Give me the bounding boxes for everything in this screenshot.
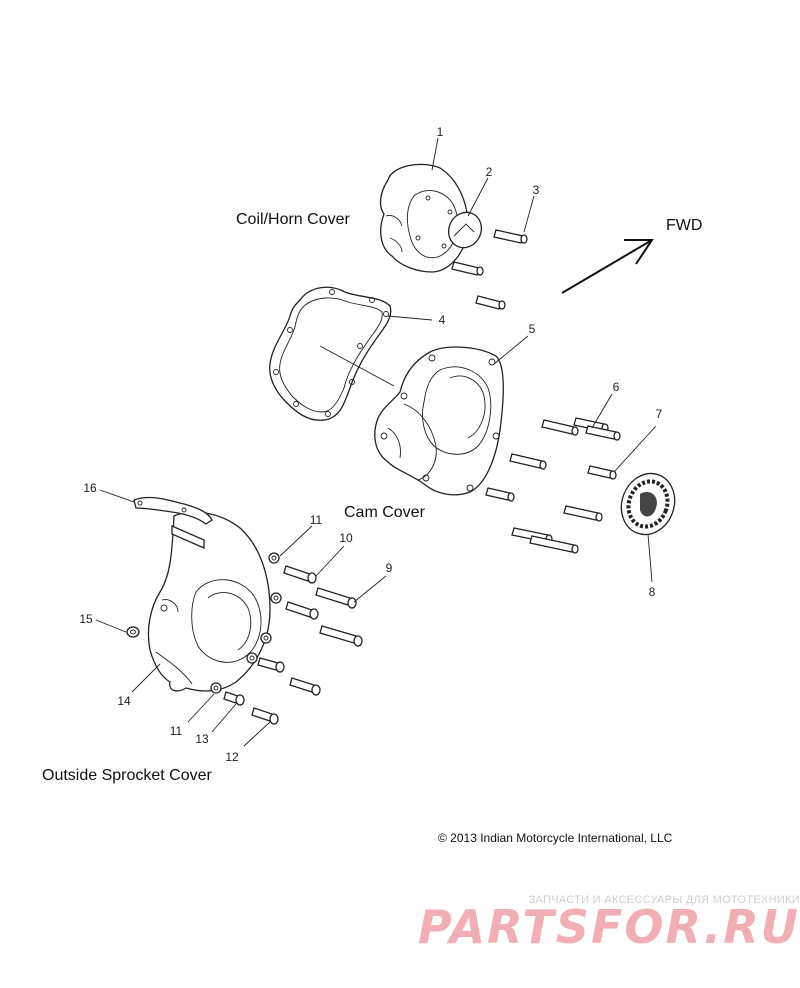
callout-14: 14 <box>117 694 131 708</box>
badge-part <box>447 211 483 249</box>
callout-11-top: 11 <box>310 513 323 527</box>
emblem-part <box>620 472 676 536</box>
cam-cover-bolts <box>485 417 621 554</box>
callout-16: 16 <box>83 481 97 495</box>
sprocket-cover-fasteners <box>210 552 363 725</box>
callout-9: 9 <box>386 561 393 575</box>
outside-sprocket-cover-part <box>147 511 271 692</box>
callout-2: 2 <box>486 165 493 179</box>
sprocket-gasket-part <box>133 496 213 525</box>
coil-horn-cover-label: Coil/Horn Cover <box>236 211 350 228</box>
callout-7: 7 <box>656 407 663 421</box>
copyright-text: © 2013 Indian Motorcycle International, … <box>438 831 673 845</box>
callout-11-bottom: 11 <box>170 724 183 738</box>
coil-cover-bolts <box>451 229 528 310</box>
gasket-part <box>269 286 392 421</box>
callout-numbers: 1 2 3 4 5 6 7 8 9 10 11 11 12 13 14 15 1… <box>79 125 662 764</box>
callout-13: 13 <box>195 732 209 746</box>
callout-15: 15 <box>79 612 93 626</box>
coil-horn-cover-part <box>379 163 469 273</box>
callout-8: 8 <box>649 585 656 599</box>
callout-6: 6 <box>613 380 620 394</box>
outside-sprocket-cover-label: Outside Sprocket Cover <box>42 767 213 784</box>
callout-1: 1 <box>437 125 444 139</box>
callout-10: 10 <box>339 531 353 545</box>
watermark-brand: PARTSFOR.RU <box>417 900 800 954</box>
leader-lines <box>95 137 657 747</box>
callout-12: 12 <box>225 750 239 764</box>
cam-cover-label: Cam Cover <box>344 504 426 521</box>
fwd-arrow <box>561 239 654 294</box>
cam-cover-part <box>374 346 504 496</box>
callout-3: 3 <box>533 183 540 197</box>
callout-4: 4 <box>439 313 446 327</box>
callout-5: 5 <box>529 322 536 336</box>
washer-part <box>126 626 140 638</box>
watermark-tagline: ЗАПЧАСТИ И АКСЕССУАРЫ ДЛЯ МОТОТЕХНИКИ <box>528 894 800 906</box>
fwd-label: FWD <box>666 217 702 234</box>
